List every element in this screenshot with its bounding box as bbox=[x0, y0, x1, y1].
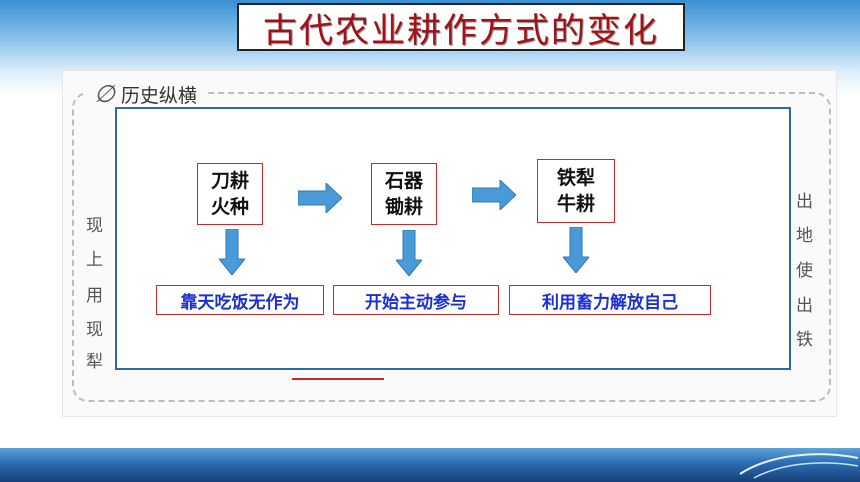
background-section-header: ∅ 历史纵横 bbox=[86, 80, 205, 108]
background-section-title: 历史纵横 bbox=[120, 84, 197, 107]
right-arrow-icon bbox=[472, 180, 516, 210]
right-arrow-icon bbox=[298, 183, 342, 213]
diagram-panel bbox=[115, 107, 791, 370]
result-box-active: 开始主动参与 bbox=[333, 285, 499, 315]
page-title: 古代农业耕作方式的变化 bbox=[237, 3, 685, 51]
stage-label-line2: 牛耕 bbox=[556, 193, 595, 215]
stage-box-slash-and-burn: 刀耕 火种 bbox=[197, 163, 263, 225]
section-logo-icon: ∅ bbox=[94, 80, 115, 108]
result-box-animal-power: 利用畜力解放自己 bbox=[509, 285, 711, 315]
down-arrow-icon bbox=[563, 227, 589, 273]
background-underline bbox=[292, 378, 384, 380]
stage-box-iron-plough: 铁犁 牛耕 bbox=[537, 159, 615, 223]
footer-band bbox=[0, 448, 860, 482]
background-left-char: 上 bbox=[86, 250, 103, 270]
background-left-char: 犁 bbox=[86, 352, 103, 372]
stage-label-line2: 锄耕 bbox=[384, 196, 423, 218]
stage-label-line1: 刀耕 bbox=[210, 170, 249, 192]
background-left-char: 现 bbox=[86, 216, 103, 236]
background-left-char: 用 bbox=[86, 286, 103, 306]
down-arrow-icon bbox=[396, 230, 422, 276]
background-right-char: 使 bbox=[796, 261, 813, 281]
stage-label-line1: 铁犁 bbox=[556, 167, 595, 189]
background-left-char: 现 bbox=[86, 320, 103, 340]
background-right-char: 地 bbox=[796, 226, 813, 246]
background-right-char: 出 bbox=[796, 192, 813, 212]
stage-label-line1: 石器 bbox=[384, 170, 423, 192]
down-arrow-icon bbox=[219, 229, 245, 275]
background-right-char: 出 bbox=[796, 296, 813, 316]
result-box-dependence: 靠天吃饭无作为 bbox=[156, 285, 324, 315]
background-dashed-frame bbox=[72, 92, 831, 402]
stage-box-stone-hoe: 石器 锄耕 bbox=[371, 163, 437, 225]
background-right-char: 铁 bbox=[796, 330, 813, 350]
stage-label-line2: 火种 bbox=[210, 196, 249, 218]
decorative-swoosh-icon bbox=[739, 453, 859, 479]
